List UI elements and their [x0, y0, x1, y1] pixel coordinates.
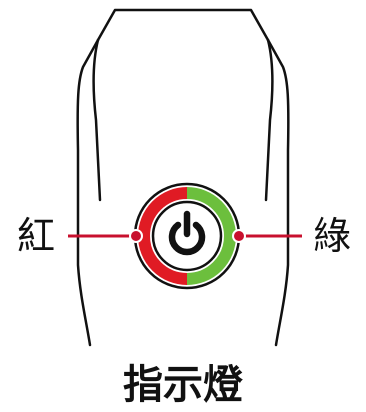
power-icon — [168, 210, 206, 256]
green-indicator-half — [186, 187, 236, 285]
green-leader-dot — [232, 229, 246, 243]
red-label: 紅 — [17, 214, 55, 258]
device-outline — [76, 8, 290, 347]
device-left-edge — [76, 38, 100, 347]
device-right-edge — [266, 38, 290, 347]
red-indicator-half — [138, 187, 188, 285]
caption-label: 指示燈 — [123, 362, 243, 408]
device-inner-left-edge — [92, 38, 102, 202]
leader-lines — [68, 229, 302, 243]
red-leader-dot — [129, 229, 143, 243]
device-inner-right-edge — [264, 38, 274, 202]
device-top-cap — [96, 8, 270, 42]
green-label: 綠 — [313, 214, 351, 258]
